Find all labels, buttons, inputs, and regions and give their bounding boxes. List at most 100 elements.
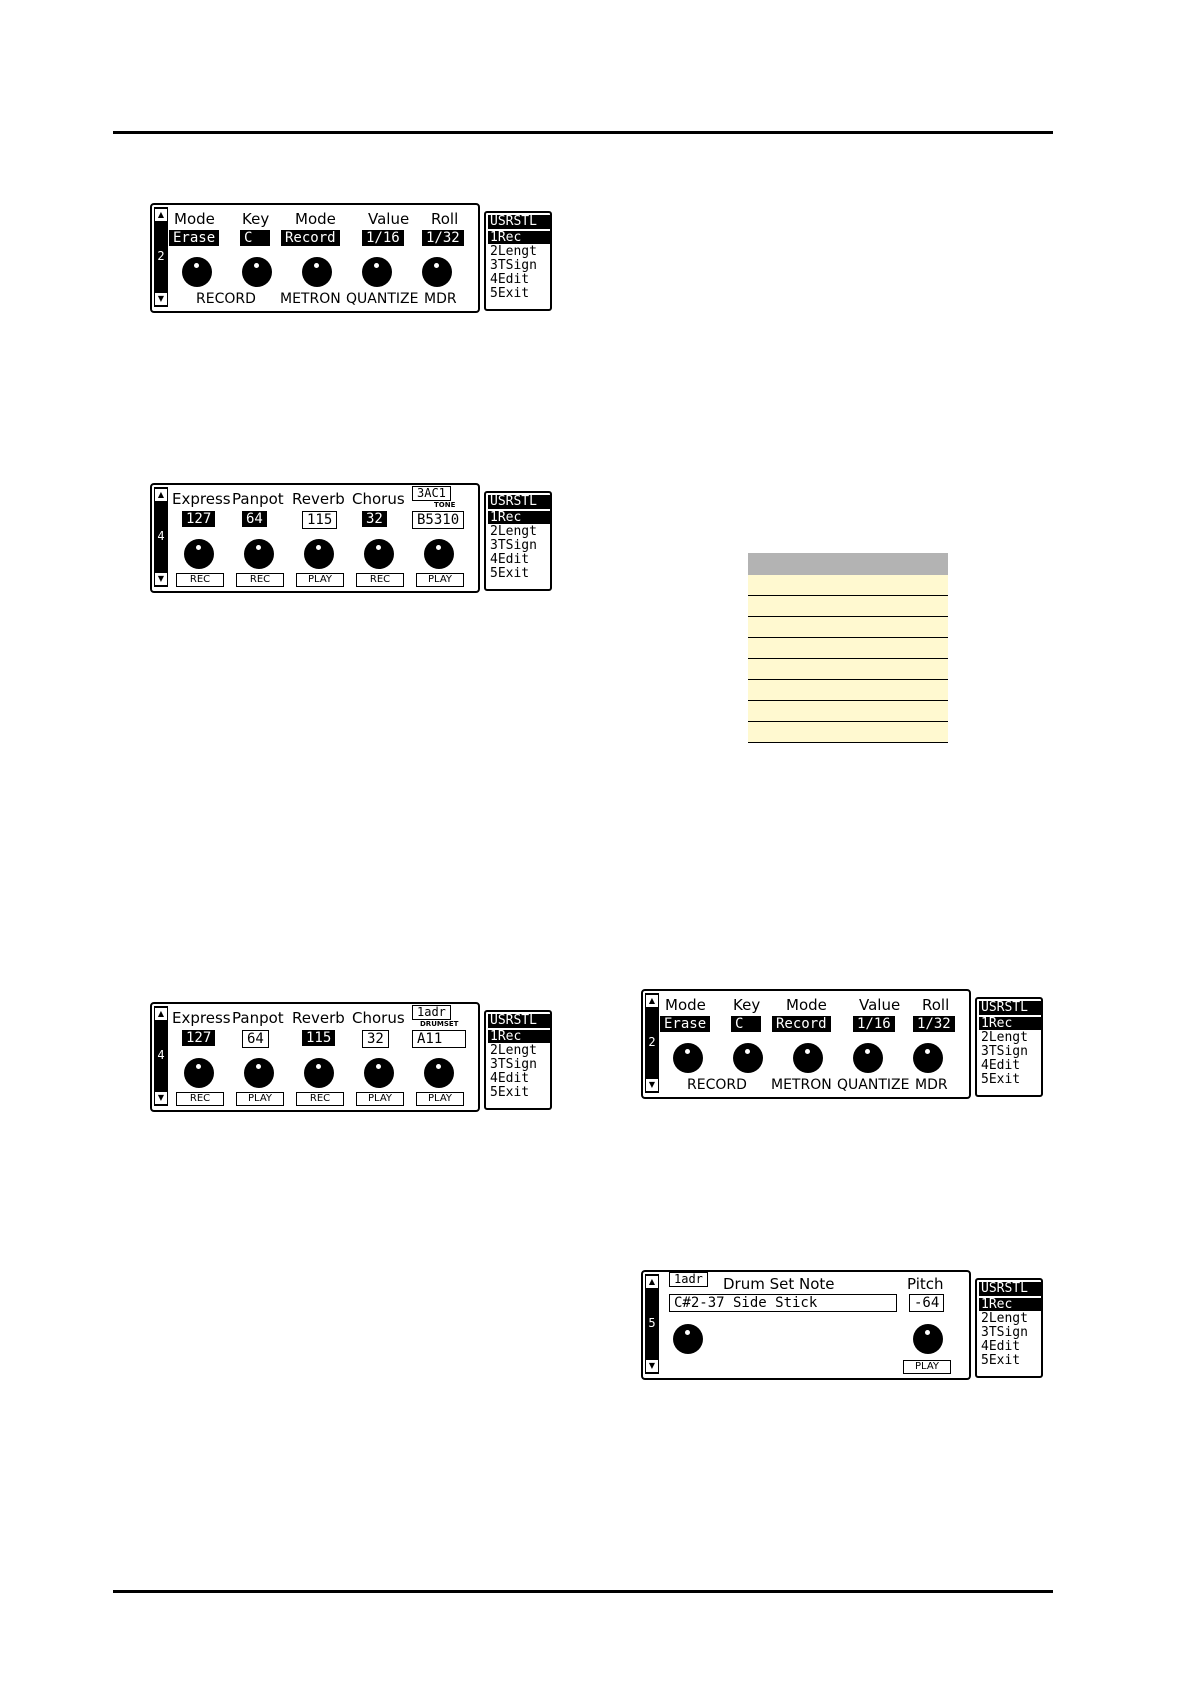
knob-4[interactable]: [364, 1058, 394, 1088]
knob-1[interactable]: [184, 539, 214, 569]
knob-4[interactable]: [364, 539, 394, 569]
button-play-3[interactable]: PLAY: [296, 573, 344, 587]
button-rec-1[interactable]: REC: [176, 1092, 224, 1106]
knob-1[interactable]: [182, 257, 212, 287]
button-play-2[interactable]: PLAY: [236, 1092, 284, 1106]
value-mode[interactable]: Erase: [660, 1016, 711, 1032]
scroll-up-icon[interactable]: ▲: [155, 209, 167, 221]
label-reverb: Reverb: [292, 490, 345, 508]
menu-item-exit[interactable]: 5Exit: [981, 1353, 1021, 1368]
menu-title: USRSTL: [488, 495, 550, 509]
knob-4[interactable]: [853, 1043, 883, 1073]
menu-item-exit[interactable]: 5Exit: [981, 1072, 1021, 1087]
knob-3[interactable]: [302, 257, 332, 287]
value-panpot[interactable]: 64: [242, 511, 267, 527]
value-mode-2[interactable]: Record: [281, 230, 340, 246]
button-play-5[interactable]: PLAY: [416, 573, 464, 587]
scroll-up-icon[interactable]: ▲: [646, 995, 658, 1007]
value-reverb[interactable]: 115: [302, 511, 338, 529]
menu-item-length[interactable]: 2Lengt: [490, 1043, 537, 1058]
menu-item-length[interactable]: 2Lengt: [981, 1030, 1028, 1045]
value-value[interactable]: 1/16: [362, 230, 404, 246]
value-drumset[interactable]: A11: [412, 1030, 466, 1048]
value-tone[interactable]: B5310: [412, 511, 465, 529]
knob-2[interactable]: [244, 1058, 274, 1088]
menu-item-edit[interactable]: 4Edit: [981, 1339, 1021, 1354]
value-reverb[interactable]: 115: [302, 1030, 336, 1046]
value-chorus[interactable]: 32: [362, 511, 387, 527]
menu-item-tsign[interactable]: 3TSign: [981, 1325, 1028, 1340]
menu-item-tsign[interactable]: 3TSign: [490, 538, 537, 553]
knob-pitch[interactable]: [913, 1324, 943, 1354]
menu-item-rec[interactable]: 1Rec: [488, 1030, 550, 1043]
scroll-up-icon[interactable]: ▲: [646, 1276, 658, 1288]
value-mode[interactable]: Erase: [169, 230, 220, 246]
scroll-up-icon[interactable]: ▲: [155, 489, 167, 501]
value-roll[interactable]: 1/32: [913, 1016, 955, 1032]
menu-item-length[interactable]: 2Lengt: [490, 244, 537, 259]
scroll-down-icon[interactable]: ▼: [646, 1360, 658, 1372]
value-panpot[interactable]: 64: [242, 1030, 269, 1048]
menu-item-rec[interactable]: 1Rec: [488, 231, 550, 244]
scroll-down-icon[interactable]: ▼: [155, 1092, 167, 1104]
menu-item-exit[interactable]: 5Exit: [490, 1085, 530, 1100]
knob-note[interactable]: [673, 1324, 703, 1354]
value-key[interactable]: C: [731, 1016, 761, 1032]
button-play-4[interactable]: PLAY: [356, 1092, 404, 1106]
value-pitch[interactable]: -64: [909, 1294, 945, 1312]
menu-item-exit[interactable]: 5Exit: [490, 566, 530, 581]
table-row: [748, 596, 948, 617]
knob-5[interactable]: [424, 1058, 454, 1088]
usrstl-menu: USRSTL 1Rec 2Lengt 3TSign 4Edit 5Exit: [975, 997, 1043, 1097]
page-scroll-bar[interactable]: ▲ 2 ▼: [645, 993, 659, 1093]
page-scroll-bar[interactable]: ▲ 5 ▼: [645, 1274, 659, 1374]
menu-item-edit[interactable]: 4Edit: [490, 552, 530, 567]
menu-item-tsign[interactable]: 3TSign: [981, 1044, 1028, 1059]
menu-item-length[interactable]: 2Lengt: [981, 1311, 1028, 1326]
value-chorus[interactable]: 32: [362, 1030, 389, 1048]
knob-1[interactable]: [673, 1043, 703, 1073]
menu-item-edit[interactable]: 4Edit: [490, 1071, 530, 1086]
value-value[interactable]: 1/16: [853, 1016, 895, 1032]
page-scroll-bar[interactable]: ▲ 4 ▼: [154, 1006, 168, 1106]
button-rec-1[interactable]: REC: [176, 573, 224, 587]
knob-5[interactable]: [422, 257, 452, 287]
menu-item-rec[interactable]: 1Rec: [979, 1017, 1041, 1030]
button-rec-2[interactable]: REC: [236, 573, 284, 587]
knob-4[interactable]: [362, 257, 392, 287]
menu-item-edit[interactable]: 4Edit: [490, 272, 530, 287]
button-play-5[interactable]: PLAY: [416, 1092, 464, 1106]
value-express[interactable]: 127: [182, 1030, 216, 1046]
page-scroll-bar[interactable]: ▲ 2 ▼: [154, 207, 168, 307]
knob-5[interactable]: [424, 539, 454, 569]
menu-item-exit[interactable]: 5Exit: [490, 286, 530, 301]
menu-item-length[interactable]: 2Lengt: [490, 524, 537, 539]
scroll-up-icon[interactable]: ▲: [155, 1008, 167, 1020]
menu-item-tsign[interactable]: 3TSign: [490, 1057, 537, 1072]
usrstl-menu: USRSTL 1Rec 2Lengt 3TSign 4Edit 5Exit: [484, 491, 552, 591]
menu-item-edit[interactable]: 4Edit: [981, 1058, 1021, 1073]
button-rec-3[interactable]: REC: [296, 1092, 344, 1106]
value-key[interactable]: C: [240, 230, 270, 246]
knob-2[interactable]: [733, 1043, 763, 1073]
menu-item-tsign[interactable]: 3TSign: [490, 258, 537, 273]
page-scroll-bar[interactable]: ▲ 4 ▼: [154, 487, 168, 587]
drum-note-field[interactable]: C#2-37 Side Stick: [669, 1294, 897, 1312]
knob-1[interactable]: [184, 1058, 214, 1088]
button-play[interactable]: PLAY: [903, 1360, 951, 1374]
scroll-down-icon[interactable]: ▼: [155, 573, 167, 585]
knob-3[interactable]: [304, 1058, 334, 1088]
button-rec-4[interactable]: REC: [356, 573, 404, 587]
menu-item-rec[interactable]: 1Rec: [979, 1298, 1041, 1311]
knob-3[interactable]: [304, 539, 334, 569]
knob-3[interactable]: [793, 1043, 823, 1073]
scroll-down-icon[interactable]: ▼: [155, 293, 167, 305]
knob-2[interactable]: [242, 257, 272, 287]
value-mode-2[interactable]: Record: [772, 1016, 831, 1032]
knob-2[interactable]: [244, 539, 274, 569]
value-roll[interactable]: 1/32: [422, 230, 464, 246]
menu-item-rec[interactable]: 1Rec: [488, 511, 550, 524]
scroll-down-icon[interactable]: ▼: [646, 1079, 658, 1091]
knob-5[interactable]: [913, 1043, 943, 1073]
value-express[interactable]: 127: [182, 511, 216, 527]
